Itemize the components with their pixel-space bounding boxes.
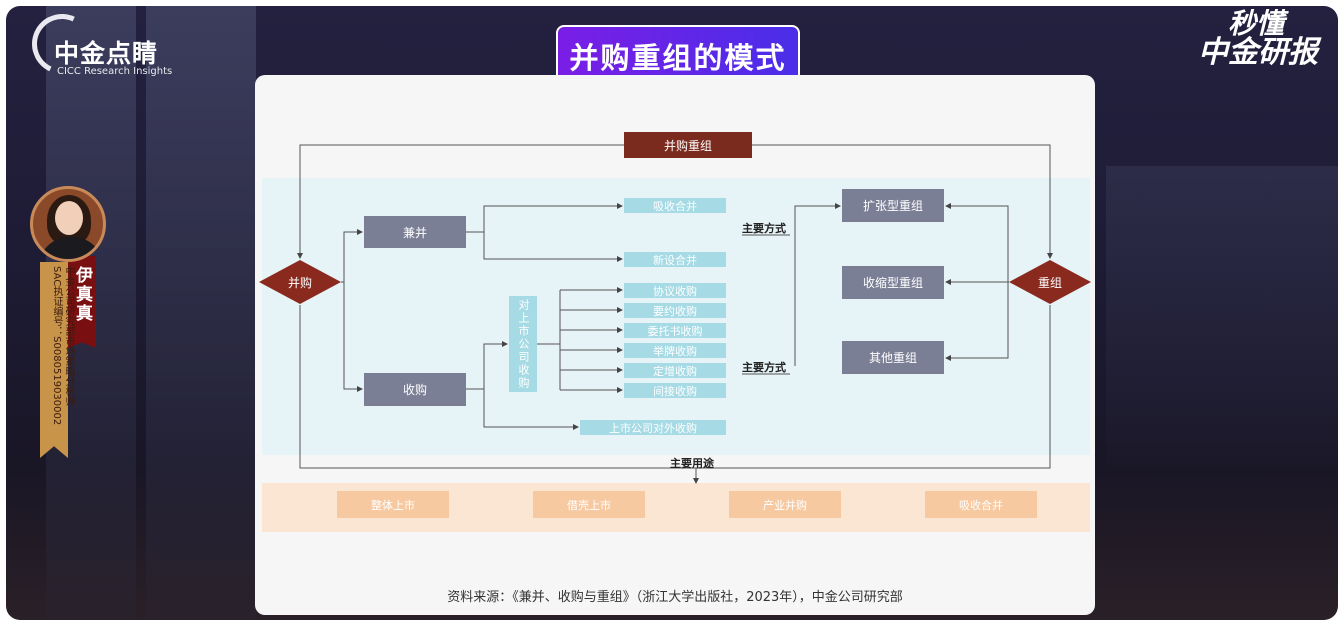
node-outward-acquisition: 上市公司对外收购 — [580, 420, 726, 435]
label-main-method: 主要方式 — [742, 222, 786, 235]
restructure-type: 收缩型重组 — [842, 266, 944, 299]
restructure-type: 其他重组 — [842, 341, 944, 374]
source-note: 资料来源：《兼并、收购与重组》（浙江大学出版社，2023年），中金公司研究部 — [447, 590, 903, 605]
speaker-avatar — [30, 186, 106, 262]
speaker-ribbon — [40, 262, 68, 458]
node-mna-restructuring: 并购重组 — [624, 132, 752, 158]
brand-line-1: 秒懂 — [1227, 7, 1284, 40]
brand-logo: 秒懂 中金研报 — [1198, 10, 1318, 68]
label-main-use: 主要用途 — [670, 457, 714, 470]
merge-type: 新设合并 — [624, 252, 726, 267]
merge-type: 吸收合并 — [624, 198, 726, 213]
acquisition-type: 举牌收购 — [624, 343, 726, 358]
acquisition-type: 协议收购 — [624, 283, 726, 298]
speaker-name-ribbon — [68, 256, 96, 348]
speaker-sac: SAC执证编号：S0080519030002 — [51, 266, 62, 426]
restructure-type: 扩张型重组 — [842, 189, 944, 222]
use-item: 整体上市 — [337, 491, 449, 518]
node-listed-company-acquisition: 对上市公司收购 — [509, 296, 537, 392]
speaker-role: 中金公司研究部市场策略分析师 — [63, 266, 74, 406]
acquisition-type: 定增收购 — [624, 363, 726, 378]
background-city — [1106, 166, 1338, 466]
node-merger: 兼并 — [364, 216, 466, 248]
brand-line-2: 中金研报 — [1198, 35, 1318, 70]
use-item: 产业并购 — [729, 491, 841, 518]
use-item: 借壳上市 — [533, 491, 645, 518]
speaker-name: 伊真真 — [72, 266, 92, 323]
use-item: 吸收合并 — [925, 491, 1037, 518]
acquisition-type: 间接收购 — [624, 383, 726, 398]
acquisition-type: 要约收购 — [624, 303, 726, 318]
background-building — [146, 6, 256, 620]
logo-text: 中金点睛 — [54, 39, 159, 68]
acquisition-type: 委托书收购 — [624, 323, 726, 338]
node-acquisition: 收购 — [364, 373, 466, 406]
label-main-method: 主要方式 — [742, 361, 786, 374]
logo-subtitle: CICC Research Insights — [57, 66, 173, 77]
